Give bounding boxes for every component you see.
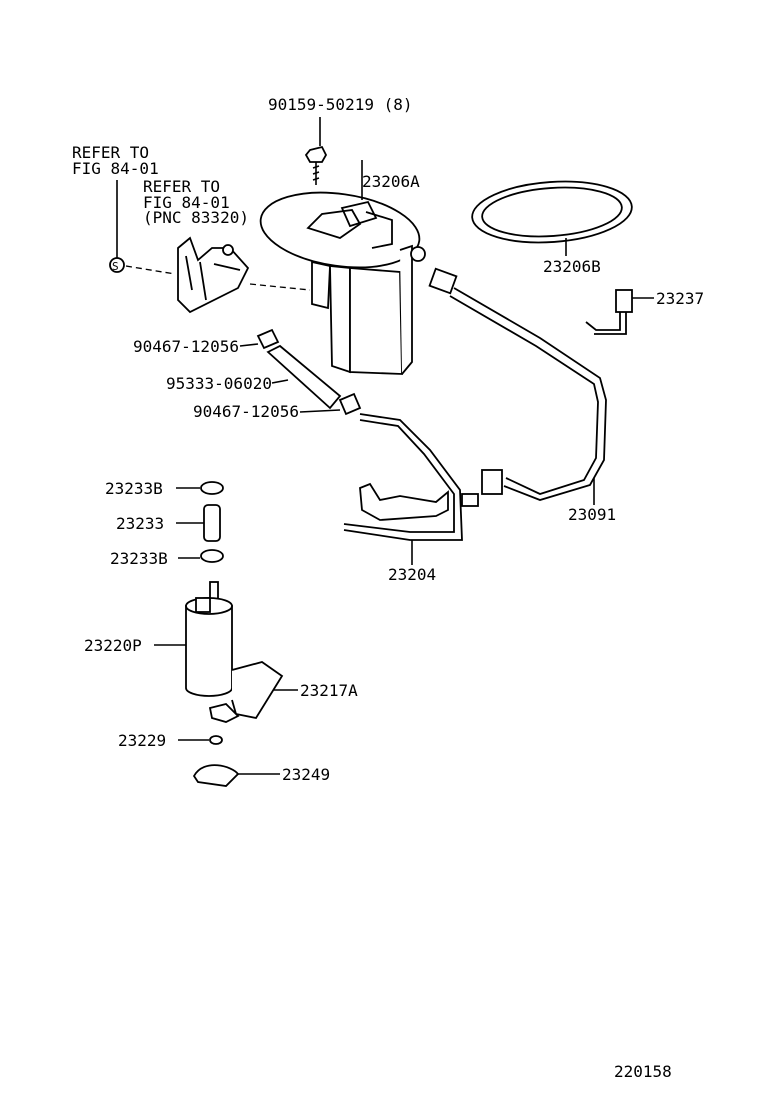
sender-bracket-part: [177, 236, 250, 314]
connector-part: [585, 289, 654, 335]
figure-number: 220158: [614, 1062, 672, 1081]
refer1-line1: REFER TO: [72, 143, 149, 162]
hose-clamp-bottom-part: [178, 549, 224, 563]
label-clamp-upper: 90467-12056: [133, 337, 239, 356]
label-fuel-pipe: 23091: [568, 505, 616, 524]
pump-bracket-assembly: [259, 160, 426, 375]
refer2-line1: REFER TO: [143, 177, 220, 196]
clamp-lower-part: [299, 392, 362, 416]
return-pipe-part: [343, 413, 479, 565]
label-connector: 23237: [656, 289, 704, 308]
washer-part: [178, 735, 223, 745]
label-filter: 23217A: [300, 681, 358, 700]
hose-clamp-top-part: [176, 481, 224, 495]
label-gasket: 23206B: [543, 257, 601, 276]
clamp-upper-part: [239, 328, 280, 350]
s-mark-circle: [109, 257, 125, 273]
bolt-part: [304, 117, 328, 185]
label-fuel-pump: 23220P: [84, 636, 142, 655]
label-hose-clamp-bottom: 23233B: [110, 549, 168, 568]
retainer-part: [192, 764, 280, 787]
label-return-pipe: 23204: [388, 565, 436, 584]
label-washer: 23229: [118, 731, 166, 750]
refer2-line2: FIG 84-01: [143, 193, 230, 212]
label-hose-clamp-top: 23233B: [105, 479, 163, 498]
label-short-hose: 23233: [116, 514, 164, 533]
refer2-line3: (PNC 83320): [143, 208, 249, 227]
short-hose-part: [176, 504, 221, 542]
label-bolt: 90159-50219 (8): [268, 95, 413, 114]
label-hose: 95333-06020: [166, 374, 272, 393]
fuel-pipe-part: [428, 267, 607, 505]
gasket-part: [471, 180, 633, 256]
s-mark-letter: S: [112, 260, 119, 273]
refer1-line2: FIG 84-01: [72, 159, 159, 178]
label-bracket-plate: 23206A: [362, 172, 420, 191]
hose-part: [266, 344, 342, 410]
label-clamp-lower: 90467-12056: [193, 402, 299, 421]
fuel-pump-part: [154, 581, 233, 697]
label-retainer: 23249: [282, 765, 330, 784]
filter-part: [208, 661, 298, 723]
